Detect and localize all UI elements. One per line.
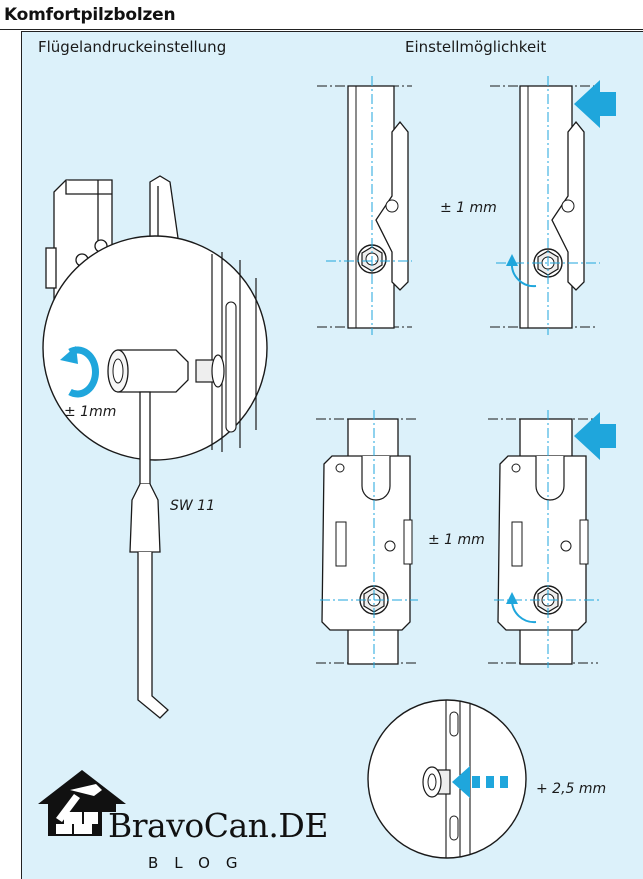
push-arrow-icon [452, 766, 508, 798]
detail-bottom-right [488, 410, 616, 668]
right-heading: Einstellmöglichkeit [405, 38, 547, 56]
wrench-size-label: SW 11 [170, 498, 215, 514]
rotation-arrow-icon [60, 346, 99, 398]
detail-bottom-left [316, 410, 418, 668]
push-arrow-icon [574, 80, 616, 128]
bottom-adjust-label: + 2,5 mm [536, 781, 607, 797]
wrench [129, 391, 169, 719]
brand-name: BravoCan.DE [108, 806, 328, 845]
page-title: Komfortpilzbolzen [4, 5, 176, 25]
push-arrow-icon [574, 412, 616, 460]
detail-bottom-lens [367, 699, 527, 859]
left-heading: Flügelandruckeinstellung [38, 38, 227, 56]
title-rule [0, 29, 643, 30]
magnifier-lens [42, 235, 268, 461]
top-adjust-label: ± 1 mm [440, 200, 497, 216]
middle-adjust-label: ± 1 mm [428, 532, 485, 548]
detail-top-left [317, 76, 412, 335]
detail-top-right [490, 76, 616, 335]
brand-tagline: BLOG [148, 854, 254, 872]
house-hammer-logo-icon [38, 770, 126, 836]
lens-adjust-label: ± 1mm [64, 404, 117, 420]
